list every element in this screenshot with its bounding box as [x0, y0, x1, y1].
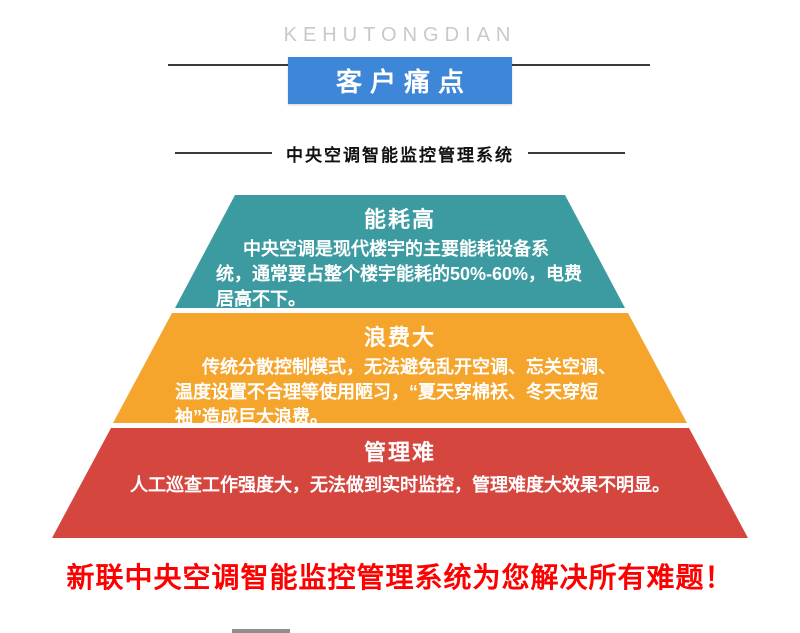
pyramid-layer-waste: 浪费大 传统分散控制模式，无法避免乱开空调、忘关空调、温度设置不合理等使用陋习，…: [113, 313, 687, 423]
layer-title-management: 管理难: [363, 440, 436, 465]
layer-title-waste: 浪费大: [363, 325, 436, 350]
layer-title-energy: 能耗高: [363, 207, 436, 232]
layer-body-management: 人工巡查工作强度大，无法做到实时监控，管理难度大效果不明显。: [130, 475, 670, 495]
pyramid-layer-energy: 能耗高 中央空调是现代楼宇的主要能耗设备系统，通常要占整个楼宇能耗的50%-60…: [175, 195, 625, 308]
subtitle-left-rule: [175, 152, 272, 154]
pyramid-layer-management: 管理难 人工巡查工作强度大，无法做到实时监控，管理难度大效果不明显。: [52, 428, 748, 538]
system-subtitle: 中央空调智能监控管理系统: [286, 145, 514, 165]
subtitle-right-rule: [528, 152, 625, 154]
layer-body-waste: 传统分散控制模式，无法避免乱开空调、忘关空调、温度设置不合理等使用陋习，“夏天穿…: [175, 357, 616, 427]
section-title-badge: 客户痛点: [288, 57, 512, 104]
subtitle-row: 中央空调智能监控管理系统: [0, 142, 800, 165]
footer-slogan: 新联中央空调智能监控管理系统为您解决所有难题！: [66, 562, 734, 593]
brand-watermark: KEHUTONGDIAN: [283, 24, 517, 46]
layer-body-energy: 中央空调是现代楼宇的主要能耗设备系统，通常要占整个楼宇能耗的50%-60%，电费…: [216, 239, 583, 309]
cropped-next-section-edge: [232, 629, 290, 633]
